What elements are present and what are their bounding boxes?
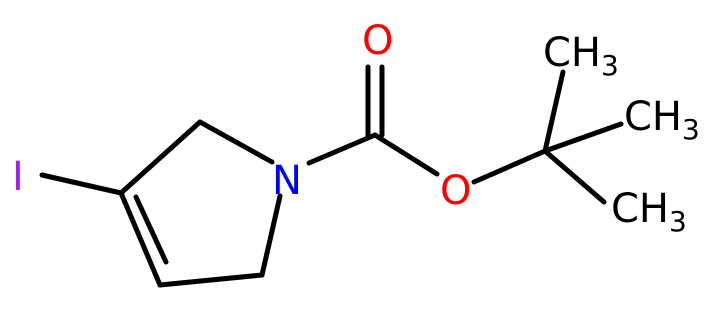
bonds [39, 64, 624, 288]
bond-tbutyl-methyl-2 [542, 121, 624, 154]
methyl-2-main: CH [624, 94, 682, 140]
bond-tbutyl-methyl-1 [542, 69, 566, 154]
atom-labels: I N O O CH3 CH3 CH3 [12, 18, 700, 238]
bond-carbonyl-ester-oxygen [372, 132, 440, 177]
bond-c5-c4 [157, 272, 265, 288]
methyl-1-label: CH3 [543, 30, 619, 82]
bond-ester-oxygen-tbutyl [471, 148, 548, 185]
methyl-1-subscript: 3 [601, 49, 619, 82]
methyl-1-main: CH [543, 30, 601, 76]
atom-ester-oxygen: O [440, 168, 471, 214]
bond-nitrogen-carbonyl [306, 132, 378, 166]
bond-tbutyl-methyl-3 [542, 148, 607, 205]
bond-c4-c3-inner [133, 194, 169, 265]
atom-carbonyl-oxygen: O [362, 18, 393, 64]
atom-nitrogen: N [272, 158, 302, 204]
atom-iodine: I [12, 154, 24, 200]
methyl-2-label: CH3 [624, 94, 700, 146]
bond-c2-nitrogen [197, 119, 275, 165]
bond-c3-c2 [118, 119, 203, 196]
methyl-2-subscript: 3 [682, 113, 700, 146]
bond-nitrogen-c5 [259, 193, 283, 278]
methyl-3-subscript: 3 [669, 205, 687, 238]
methyl-3-main: CH [611, 186, 669, 232]
bond-c4-c3 [118, 190, 163, 288]
bond-iodine-c3 [39, 172, 124, 196]
methyl-3-label: CH3 [611, 186, 687, 238]
